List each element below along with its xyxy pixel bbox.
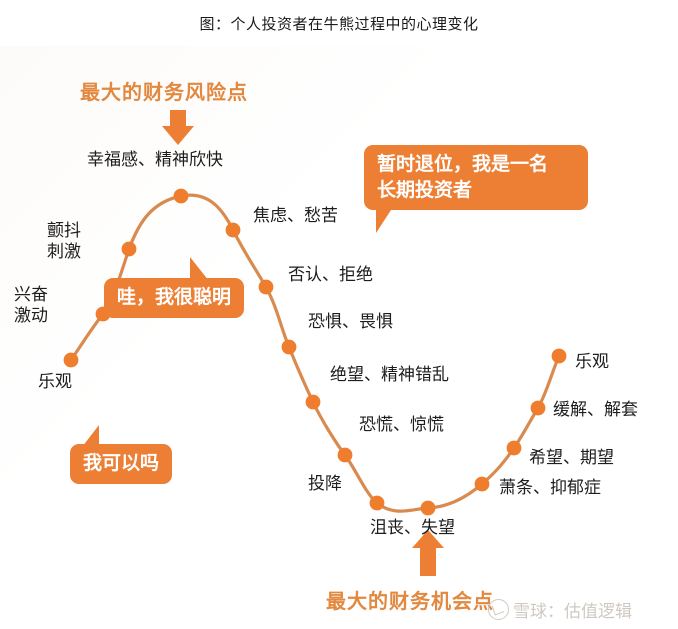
- data-point[interactable]: [173, 188, 189, 204]
- speech-bubble-smart-text: 哇，我很聪明: [117, 286, 232, 308]
- risk-point-arrow-icon: [162, 110, 194, 145]
- speech-bubble-long-term-investor[interactable]: 暂时退位，我是一名 长期投资者: [364, 145, 588, 234]
- stage-label: 乐观: [575, 352, 609, 373]
- data-point[interactable]: [420, 500, 436, 516]
- data-point[interactable]: [369, 495, 385, 511]
- emotion-curve: [69, 193, 561, 513]
- data-point[interactable]: [474, 476, 490, 492]
- speech-bubble-long-term-investor-line2: 长期投资者: [377, 178, 473, 201]
- stage-label-line: 投降: [308, 474, 342, 494]
- stage-label-line: 激动: [14, 305, 48, 326]
- stage-label: 兴奋激动: [14, 285, 48, 326]
- background-panel: [0, 46, 678, 629]
- stage-label-line: 颤抖: [47, 221, 81, 241]
- stage-label: 沮丧、失望: [370, 518, 455, 539]
- stage-label: 颤抖刺激: [47, 221, 81, 262]
- stage-label: 否认、拒绝: [288, 265, 373, 286]
- opportunity-point-headline: 最大的财务机会点: [326, 589, 494, 613]
- bubble-tail: [376, 207, 393, 234]
- stage-label-line: 兴奋: [14, 285, 48, 305]
- stage-label-line: 焦虑、愁苦: [253, 206, 338, 226]
- stage-label: 萧条、抑郁症: [499, 478, 601, 499]
- data-point[interactable]: [530, 400, 546, 416]
- stage-label: 恐惧、畏惧: [308, 312, 393, 333]
- stage-label-line: 恐慌、惊慌: [359, 415, 444, 435]
- watermark-text: 雪球：估值逻辑: [513, 602, 632, 622]
- page-title: 图：个人投资者在牛熊过程中的心理变化: [199, 15, 479, 33]
- stage-label: 恐慌、惊慌: [359, 415, 444, 436]
- stage-label-line: 否认、拒绝: [288, 265, 373, 285]
- data-point[interactable]: [506, 440, 522, 456]
- data-point[interactable]: [551, 348, 567, 364]
- stage-label-line: 希望、期望: [529, 448, 614, 468]
- stage-label: 乐观: [38, 372, 72, 393]
- xueqiu-logo-icon: [488, 599, 509, 620]
- speech-bubble-can-i-do-it-text: 我可以吗: [83, 452, 160, 474]
- bubble-tail: [190, 257, 209, 281]
- stage-label-line: 刺激: [47, 241, 81, 262]
- stage-label-line: 缓解、解套: [553, 400, 638, 420]
- speech-bubble-long-term-investor-line1: 暂时退位，我是一名: [377, 153, 549, 175]
- data-point[interactable]: [63, 352, 79, 368]
- speech-bubble-smart[interactable]: 哇，我很聪明: [104, 257, 245, 318]
- stage-label-line: 沮丧、失望: [370, 518, 455, 538]
- data-point[interactable]: [305, 394, 321, 410]
- stage-label-line: 幸福感、精神欣快: [87, 150, 223, 170]
- data-point[interactable]: [121, 241, 137, 257]
- stage-label-line: 恐惧、畏惧: [308, 312, 393, 332]
- bubble-tail: [82, 425, 99, 447]
- stage-label: 希望、期望: [529, 448, 614, 469]
- data-point-group: [63, 188, 567, 516]
- stage-label-line: 乐观: [575, 352, 609, 372]
- stage-label-line: 乐观: [38, 372, 72, 392]
- watermark: 雪球：估值逻辑: [488, 597, 632, 622]
- data-point[interactable]: [337, 447, 353, 463]
- stage-label-line: 绝望、精神错乱: [330, 365, 449, 385]
- opportunity-point-arrow-icon: [412, 530, 444, 576]
- stage-label: 绝望、精神错乱: [330, 365, 449, 386]
- data-point[interactable]: [258, 279, 274, 295]
- data-point[interactable]: [281, 339, 297, 355]
- stage-label: 投降: [308, 474, 342, 495]
- risk-point-headline: 最大的财务风险点: [80, 80, 248, 104]
- stage-label: 焦虑、愁苦: [253, 206, 338, 227]
- stage-label: 幸福感、精神欣快: [87, 150, 223, 171]
- data-point[interactable]: [225, 222, 241, 238]
- speech-bubble-can-i-do-it[interactable]: 我可以吗: [70, 425, 173, 484]
- stage-label-line: 萧条、抑郁症: [499, 478, 601, 498]
- stage-label: 缓解、解套: [553, 400, 638, 421]
